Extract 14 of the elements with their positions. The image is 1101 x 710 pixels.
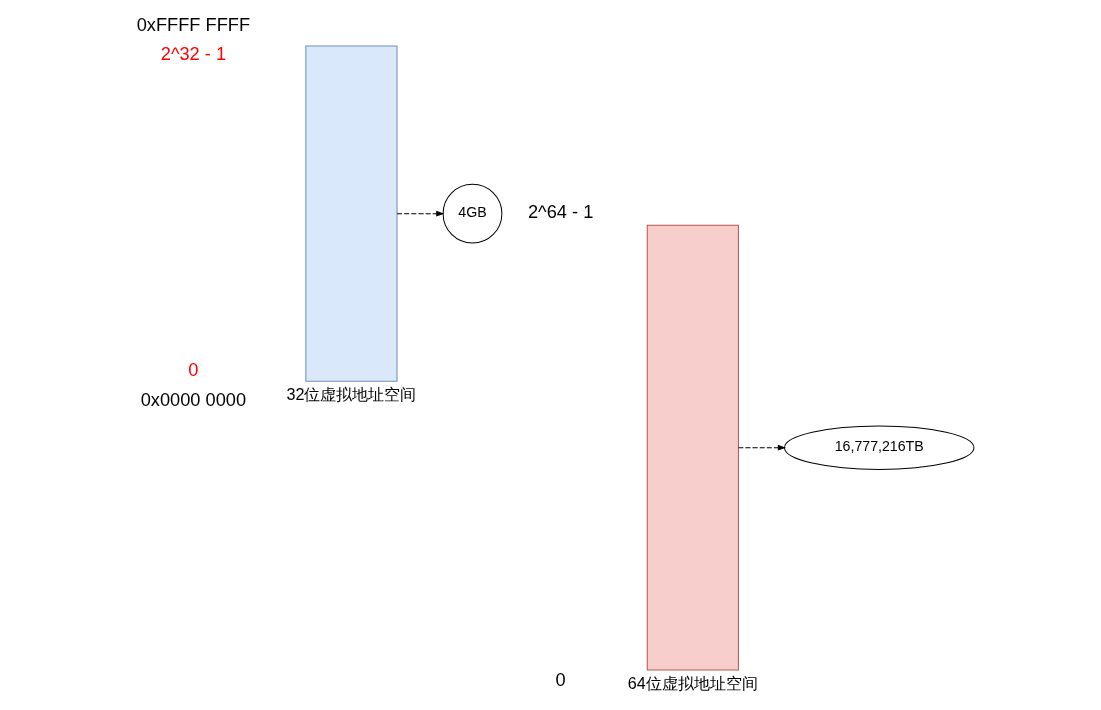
node-bar (646, 224, 739, 671)
node-circle: 4GB (442, 183, 503, 244)
label: 0xFFFF FFFF (136, 13, 251, 35)
label: 0 (555, 669, 566, 691)
label: 0 (188, 359, 199, 381)
node-bar (305, 45, 398, 382)
arrow (737, 444, 786, 451)
node-ellipse: 16,777,216TB (784, 425, 975, 470)
label: 0x0000 0000 (140, 388, 247, 410)
node-label: 32位虚拟地址空间 (286, 384, 417, 403)
label: 2^64 - 1 (527, 201, 594, 223)
label: 2^32 - 1 (160, 43, 227, 65)
node-label: 64位虚拟地址空间 (627, 673, 758, 692)
arrow (396, 210, 445, 217)
